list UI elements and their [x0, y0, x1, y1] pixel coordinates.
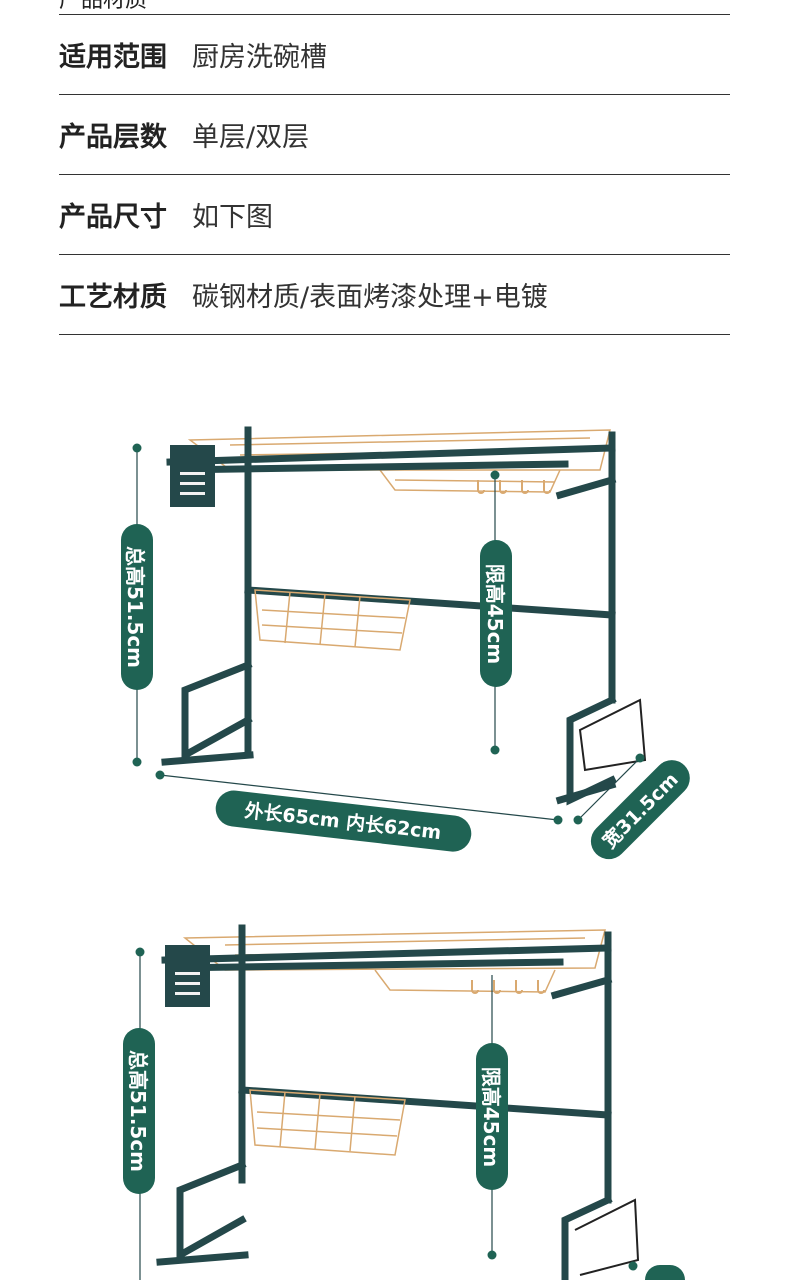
lower-basket	[254, 589, 411, 651]
spec-row-partial: 产品材质	[59, 0, 730, 15]
spec-table: 产品材质 适用范围 厨房洗碗槽 产品层数 单层/双层 产品尺寸 如下图 工艺材质…	[59, 0, 730, 335]
lower-basket	[249, 1089, 406, 1156]
utensil-holder	[170, 445, 215, 507]
spec-label: 适用范围	[59, 42, 167, 73]
board-holder	[578, 698, 647, 772]
total-height-label: 总高51.5cm	[126, 1050, 150, 1172]
spec-value: 厨房洗碗槽	[192, 42, 327, 73]
utensil-holder-slots	[175, 972, 200, 995]
rack-illustration: 总高51.5cm 限高45cm 外长65cm 内长62cm 宽31.5cm	[121, 426, 690, 860]
spec-row-scope: 适用范围 厨房洗碗槽	[59, 15, 730, 95]
spec-row-layers: 产品层数 单层/双层	[59, 95, 730, 175]
dimension-limit-height: 限高45cm	[476, 975, 508, 1260]
spec-row-material: 工艺材质 碳钢材质/表面烤漆处理+电镀	[59, 255, 730, 335]
dimension-dot	[628, 1261, 638, 1271]
dimension-total-height: 总高51.5cm	[121, 443, 153, 767]
utensil-holder	[165, 945, 210, 1007]
total-height-label: 总高51.5cm	[123, 546, 147, 668]
spec-label: 产品层数	[59, 122, 167, 153]
spec-label: 产品尺寸	[59, 202, 167, 233]
dimension-length: 外长65cm 内长62cm	[155, 770, 563, 852]
width-badge-partial	[645, 1265, 685, 1284]
spec-partial-label: 产品材质	[59, 0, 148, 13]
rack-figure-double: 总高51.5cm 限高45cm 外长65cm 内长62cm 宽31.5cm	[0, 400, 790, 880]
utensil-holder-slots	[180, 472, 205, 495]
board-holder	[574, 1198, 640, 1276]
rack-figure-single: 总高51.5cm 限高45cm	[0, 900, 790, 1284]
limit-height-label: 限高45cm	[479, 1067, 503, 1168]
spec-value: 单层/双层	[192, 122, 310, 153]
limit-height-label: 限高45cm	[483, 564, 507, 665]
hooks	[477, 480, 551, 494]
dimension-limit-height: 限高45cm	[480, 470, 512, 755]
spec-label: 工艺材质	[59, 282, 167, 313]
rack-frame	[161, 426, 617, 806]
rack-illustration: 总高51.5cm 限高45cm	[123, 924, 685, 1284]
hooks	[471, 980, 545, 994]
spec-value: 碳钢材质/表面烤漆处理+电镀	[192, 282, 548, 313]
spec-row-size: 产品尺寸 如下图	[59, 175, 730, 255]
spec-value: 如下图	[192, 202, 273, 233]
dimension-total-height: 总高51.5cm	[123, 947, 155, 1280]
